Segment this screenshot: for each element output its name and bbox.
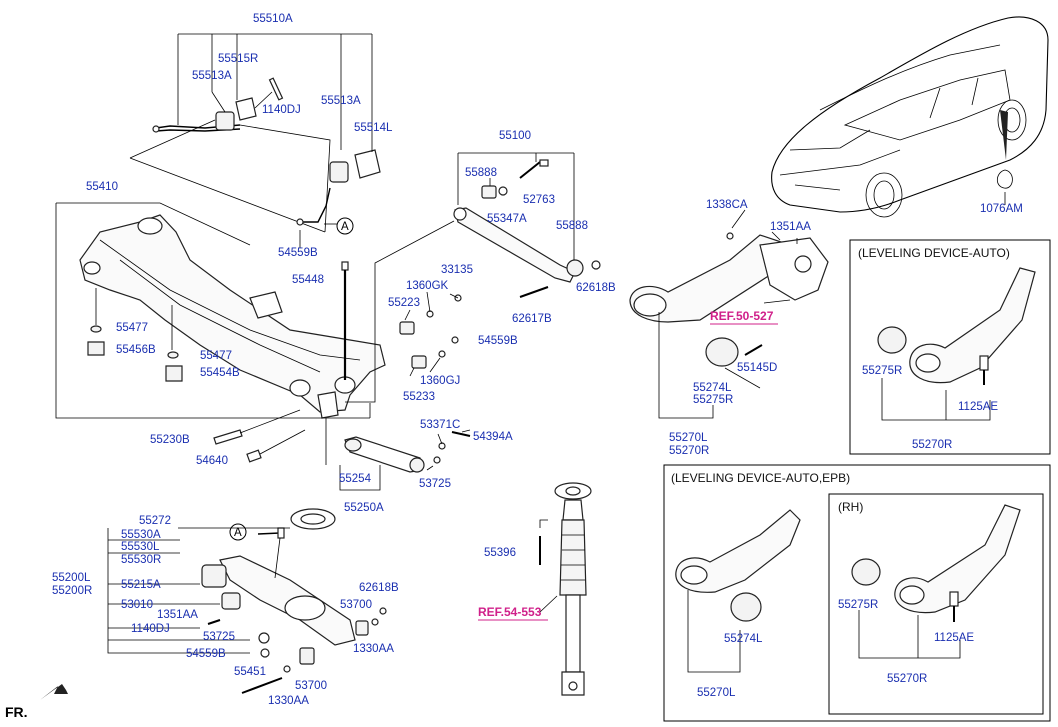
part-label[interactable]: 1338CA bbox=[706, 199, 748, 211]
part-label[interactable]: 62618B bbox=[359, 582, 399, 594]
ref-link[interactable]: REF.50-527 bbox=[710, 309, 774, 323]
orientation-label: FR. bbox=[5, 704, 28, 720]
part-label[interactable]: 55513A bbox=[192, 70, 232, 82]
trailing-arm-main bbox=[629, 232, 829, 367]
part-label[interactable]: 53700 bbox=[340, 599, 372, 611]
part-label[interactable]: 1076AM bbox=[980, 203, 1023, 215]
part-label[interactable]: 55274L bbox=[724, 633, 763, 645]
part-label[interactable]: 55530A bbox=[121, 529, 161, 541]
part-label[interactable]: 55233 bbox=[403, 391, 435, 403]
part-label[interactable]: 55223 bbox=[388, 297, 420, 309]
part-label[interactable]: 62617B bbox=[512, 313, 552, 325]
front-arrow-icon bbox=[40, 684, 68, 700]
part-label[interactable]: 1125AE bbox=[934, 632, 974, 644]
part-label[interactable]: 53700 bbox=[295, 680, 327, 692]
part-label[interactable]: 55451 bbox=[234, 666, 266, 678]
part-label[interactable]: 55254 bbox=[339, 473, 372, 485]
part-label[interactable]: 55270L bbox=[669, 432, 708, 444]
part-label[interactable]: 1125AE bbox=[958, 401, 998, 413]
part-label[interactable]: 1140DJ bbox=[131, 623, 170, 635]
part-label[interactable]: 55272 bbox=[139, 515, 171, 527]
part-label[interactable]: 53725 bbox=[419, 478, 451, 490]
part-label[interactable]: 55530R bbox=[121, 554, 161, 566]
part-label[interactable]: 54559B bbox=[186, 648, 226, 660]
part-label[interactable]: 1351AA bbox=[157, 609, 198, 621]
part-label[interactable]: 1140DJ bbox=[262, 104, 301, 116]
part-label[interactable]: 54640 bbox=[196, 455, 228, 467]
part-label[interactable]: 55530L bbox=[121, 541, 160, 553]
lower-control-arm: A bbox=[201, 508, 387, 694]
shock-absorber bbox=[539, 482, 592, 696]
box-title-rh: (RH) bbox=[838, 500, 863, 514]
part-label[interactable]: 55514L bbox=[354, 122, 393, 134]
part-label[interactable]: 53725 bbox=[203, 631, 235, 643]
part-label[interactable]: 55274L bbox=[693, 382, 732, 394]
part-label[interactable]: 1330AA bbox=[268, 695, 309, 707]
part-label[interactable]: 1351AA bbox=[770, 221, 811, 233]
part-label[interactable]: 55250A bbox=[344, 502, 384, 514]
car-illustration bbox=[771, 16, 1049, 218]
part-label[interactable]: 55454B bbox=[200, 367, 240, 379]
part-label[interactable]: 55515R bbox=[218, 53, 258, 65]
part-label[interactable]: 53371C bbox=[420, 419, 460, 431]
part-label[interactable]: 55270L bbox=[697, 687, 736, 699]
part-label[interactable]: 55215A bbox=[121, 579, 161, 591]
part-label[interactable]: 62618B bbox=[576, 282, 616, 294]
box-leveling-auto-epb bbox=[663, 464, 1051, 722]
part-label[interactable]: 52763 bbox=[523, 194, 555, 206]
part-label[interactable]: 55888 bbox=[465, 167, 497, 179]
ref-link[interactable]: REF.54-553 bbox=[478, 605, 542, 619]
box-title-leveling-auto-epb: (LEVELING DEVICE-AUTO,EPB) bbox=[671, 471, 850, 485]
part-label[interactable]: 55510A bbox=[253, 13, 293, 25]
part-label[interactable]: 1360GJ bbox=[420, 375, 460, 387]
part-label[interactable]: 55888 bbox=[556, 220, 588, 232]
part-label[interactable]: 55347A bbox=[487, 213, 527, 225]
callout-a-bottom: A bbox=[234, 527, 242, 539]
part-label[interactable]: 55275R bbox=[693, 394, 733, 406]
stabilizer-bar-assembly: A bbox=[129, 77, 381, 235]
part-label[interactable]: 33135 bbox=[441, 264, 473, 276]
lower-arm-assembly bbox=[344, 431, 471, 473]
part-label[interactable]: 55200R bbox=[52, 585, 92, 597]
part-label[interactable]: 53010 bbox=[121, 599, 153, 611]
trailing-arm-leveling-epb bbox=[675, 509, 801, 622]
box-leveling-auto bbox=[849, 239, 1051, 455]
part-label[interactable]: 55396 bbox=[484, 547, 516, 559]
part-label[interactable]: 55477 bbox=[116, 322, 148, 334]
trailing-arm-leveling-auto bbox=[877, 267, 1036, 385]
crossmember-assembly bbox=[79, 214, 386, 419]
part-label[interactable]: 55456B bbox=[116, 344, 156, 356]
part-label[interactable]: 55477 bbox=[200, 350, 232, 362]
part-label[interactable]: 54559B bbox=[478, 335, 518, 347]
part-label[interactable]: 55448 bbox=[292, 274, 324, 286]
part-label[interactable]: 1330AA bbox=[353, 643, 394, 655]
part-label[interactable]: 55100 bbox=[499, 130, 531, 142]
part-label[interactable]: 55275R bbox=[862, 365, 902, 377]
part-label[interactable]: 54559B bbox=[278, 247, 318, 259]
part-label[interactable]: 55270R bbox=[669, 445, 709, 457]
part-label[interactable]: 55145D bbox=[737, 362, 777, 374]
box-rh bbox=[828, 493, 1044, 715]
part-label[interactable]: 55200L bbox=[52, 572, 91, 584]
part-label[interactable]: 55410 bbox=[86, 181, 118, 193]
box-title-leveling-auto: (LEVELING DEVICE-AUTO) bbox=[858, 246, 1010, 260]
part-label[interactable]: 55230B bbox=[150, 434, 190, 446]
trailing-arm-rh bbox=[851, 504, 1021, 622]
part-label[interactable]: 55270R bbox=[887, 673, 927, 685]
upper-arm-assembly bbox=[453, 159, 601, 298]
part-label[interactable]: 55513A bbox=[321, 95, 361, 107]
part-label[interactable]: 55275R bbox=[838, 599, 878, 611]
part-label[interactable]: 1360GK bbox=[406, 280, 449, 292]
part-label[interactable]: 54394A bbox=[473, 431, 513, 443]
part-label[interactable]: 55270R bbox=[912, 439, 952, 451]
callout-a-top: A bbox=[341, 221, 349, 233]
